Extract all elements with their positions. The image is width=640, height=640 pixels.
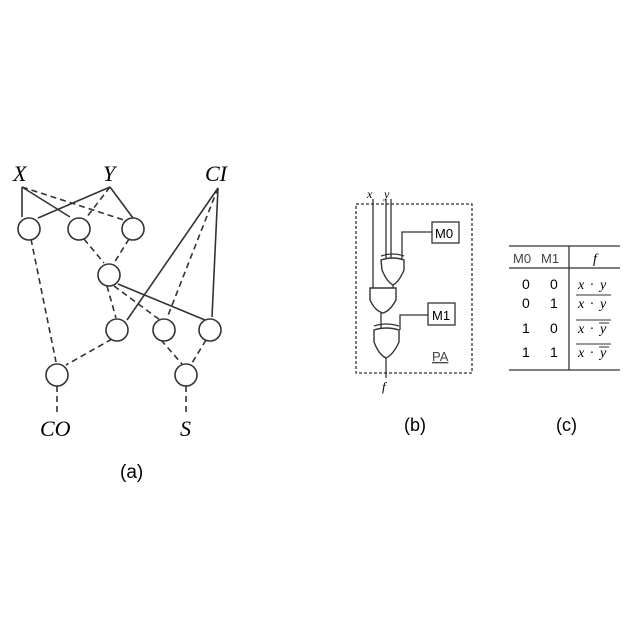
output-label-co: CO (40, 416, 71, 441)
cell-m0: 1 (522, 320, 530, 336)
edge (66, 339, 112, 365)
node (98, 264, 120, 286)
header-m1: M1 (541, 251, 559, 266)
xor-gate (381, 254, 404, 285)
node (175, 364, 197, 386)
panel-a: X Y CI CO S (a) (12, 161, 229, 483)
input-label-x: x (366, 187, 373, 201)
header-f: f (593, 252, 599, 267)
cell-f-lhs: x (577, 322, 585, 337)
cell-m0: 1 (522, 344, 530, 360)
cell-m1: 0 (550, 276, 558, 292)
caption-c: (c) (556, 415, 577, 435)
edge (161, 340, 182, 364)
node (106, 319, 128, 341)
output-label-f: f (382, 379, 388, 394)
cell-m1: 0 (550, 320, 558, 336)
input-label-x: X (12, 161, 28, 186)
node (46, 364, 68, 386)
block-label-pa: PA (432, 349, 449, 364)
node (122, 218, 144, 240)
header-m0: M0 (513, 251, 531, 266)
m1-label: M1 (432, 308, 450, 323)
edge (192, 340, 206, 363)
truth-table-body: 0 0 x · y 0 1 x · y 1 0 x · y 1 1 x · y (522, 276, 611, 361)
cell-m1: 1 (550, 295, 558, 311)
cell-f-dot: · (590, 297, 594, 312)
cell-f-lhs: x (577, 346, 585, 361)
cell-m1: 1 (550, 344, 558, 360)
caption-a: (a) (120, 462, 143, 483)
wire-m0 (402, 232, 432, 264)
node (18, 218, 40, 240)
m0-label: M0 (435, 226, 453, 241)
node (199, 319, 221, 341)
xor-gate (374, 324, 399, 358)
caption-b: (b) (404, 415, 426, 435)
cell-f-dot: · (590, 322, 594, 337)
edge (38, 187, 110, 218)
input-label-y: y (383, 187, 390, 201)
edge (22, 187, 127, 221)
edge (110, 187, 133, 218)
cell-f-rhs: y (598, 278, 607, 293)
edge (127, 188, 218, 320)
or-gate (370, 288, 396, 313)
input-label-y: Y (103, 161, 118, 186)
cell-f-lhs: x (577, 278, 585, 293)
edge (22, 187, 70, 217)
node (153, 319, 175, 341)
edge (31, 239, 56, 362)
edge (84, 239, 104, 263)
cell-f-dot: · (590, 346, 594, 361)
node (68, 218, 90, 240)
cell-f-rhs: y (598, 346, 607, 361)
edge (107, 286, 116, 318)
cell-f-rhs: y (598, 297, 607, 312)
cell-m0: 0 (522, 276, 530, 292)
wire-m1 (400, 315, 428, 330)
edge (114, 239, 129, 263)
cell-f-rhs: y (598, 322, 607, 337)
edge (212, 188, 218, 317)
edge (167, 188, 218, 318)
cell-f-lhs: x (577, 297, 585, 312)
output-label-s: S (180, 416, 191, 441)
cell-m0: 0 (522, 295, 530, 311)
cell-f-dot: · (590, 278, 594, 293)
panel-c: M0 M1 f 0 0 x · y 0 1 x · y 1 0 x · y 1 1 x · y (c) (509, 246, 620, 435)
input-label-ci: CI (205, 161, 229, 186)
panel-b: M0 M1 x y PA f (b) (356, 187, 472, 435)
